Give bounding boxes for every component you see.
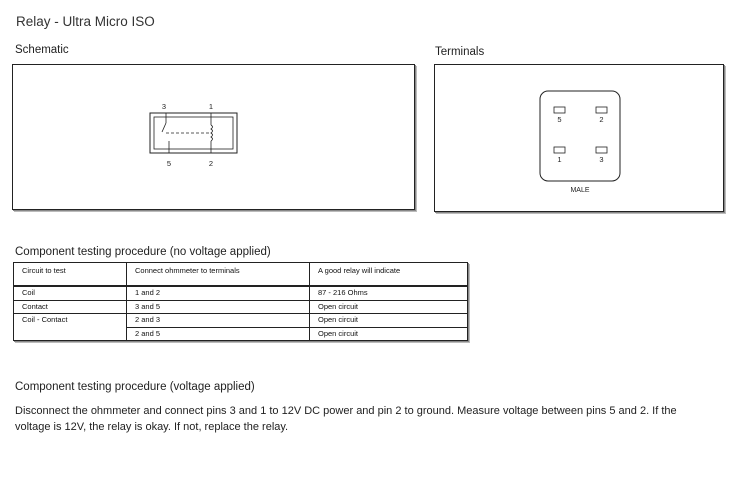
table-row: Coil 1 and 2 87 - 216 Ohms [13, 285, 468, 301]
pin-label-5: 5 [167, 159, 171, 168]
column-header: Connect ohmmeter to terminals [126, 262, 310, 287]
no-voltage-test-table: Circuit to test Connect ohmmeter to term… [13, 262, 468, 341]
column-header: A good relay will indicate [309, 262, 468, 287]
column-header: Circuit to test [13, 262, 127, 287]
table-cell: Open circuit [309, 326, 468, 341]
terminals-panel: 5 2 1 3 MALE [434, 64, 724, 212]
table-row: Contact 3 and 5 Open circuit [13, 299, 468, 314]
table-row: Coil - Contact 2 and 3 Open circuit [13, 313, 468, 328]
pin-label-1: 1 [209, 102, 213, 111]
relay-schematic-diagram: 3 1 5 2 [149, 102, 238, 168]
schematic-heading: Schematic [15, 44, 69, 56]
table-cell: 3 and 5 [126, 299, 310, 314]
table-cell: Open circuit [309, 313, 468, 328]
terminal-label-1: 1 [557, 155, 561, 164]
pin-label-3: 3 [162, 102, 166, 111]
terminal-label-2: 2 [599, 115, 603, 124]
terminal-label-3: 3 [599, 155, 603, 164]
table-cell: 2 and 5 [126, 326, 310, 341]
voltage-applied-heading: Component testing procedure (voltage app… [15, 381, 255, 393]
terminal-label-5: 5 [557, 115, 561, 124]
table-cell: 87 - 216 Ohms [309, 285, 468, 301]
table-cell: 1 and 2 [126, 285, 310, 301]
coil-symbol [210, 124, 213, 142]
table-header-row: Circuit to test Connect ohmmeter to term… [13, 262, 468, 287]
table-cell: Coil - Contact [13, 313, 127, 327]
terminals-heading: Terminals [435, 46, 485, 58]
terminal-5 [553, 106, 566, 114]
terminal-connector-diagram: 5 2 1 3 MALE [539, 90, 621, 194]
terminal-1 [553, 146, 566, 154]
table-cell: Contact [13, 299, 127, 314]
terminal-3 [595, 146, 608, 154]
pin-label-2: 2 [209, 159, 213, 168]
pin3-contact [161, 122, 167, 133]
no-voltage-heading: Component testing procedure (no voltage … [15, 246, 271, 258]
relay-body-inner [153, 116, 234, 150]
voltage-applied-instructions: Disconnect the ohmmeter and connect pins… [15, 405, 677, 433]
table-cell: 2 and 3 [126, 313, 310, 328]
connector-gender-label: MALE [570, 187, 589, 194]
relay-body-outer [149, 112, 238, 154]
table-cell [13, 327, 127, 341]
schematic-panel: 3 1 5 2 [12, 64, 415, 210]
connector-outline [539, 90, 621, 182]
table-cell: Coil [13, 285, 127, 301]
table-cell: Open circuit [309, 299, 468, 314]
table-row: 2 and 5 Open circuit [13, 326, 468, 341]
terminal-2 [595, 106, 608, 114]
page-title: Relay - Ultra Micro ISO [16, 14, 155, 29]
